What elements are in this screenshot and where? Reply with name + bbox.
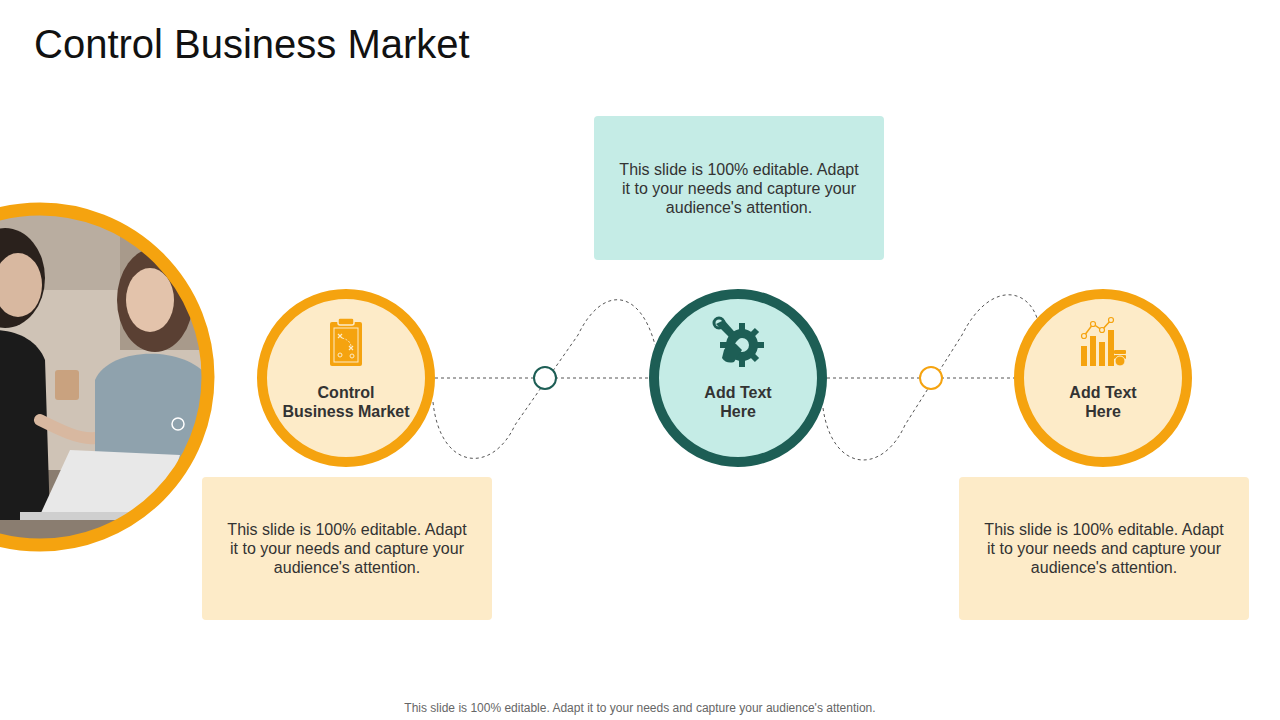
box-text: This slide is 100% editable. Adapt it to… [222,520,472,577]
box-text: This slide is 100% editable. Adapt it to… [979,520,1229,577]
bar-chart-icon [1081,318,1126,367]
text-box: This slide is 100% editable. Adapt it to… [202,477,492,620]
text-box: This slide is 100% editable. Adapt it to… [594,116,884,260]
step-circle: Add Text Here [1014,289,1192,467]
slide-title: Control Business Market [34,22,470,67]
gear-wrench-icon [714,318,764,367]
circle-label: Add Text Here [1066,383,1140,421]
clipboard-icon [330,318,362,366]
circle-label: Add Text Here [701,383,775,421]
circle-label: Control Business Market [281,383,411,421]
box-text: This slide is 100% editable. Adapt it to… [614,160,864,217]
footer-caption: This slide is 100% editable. Adapt it to… [0,701,1280,715]
text-box: This slide is 100% editable. Adapt it to… [959,477,1249,620]
step-circle: Control Business Market [257,289,435,467]
step-circle: Add Text Here [649,289,827,467]
